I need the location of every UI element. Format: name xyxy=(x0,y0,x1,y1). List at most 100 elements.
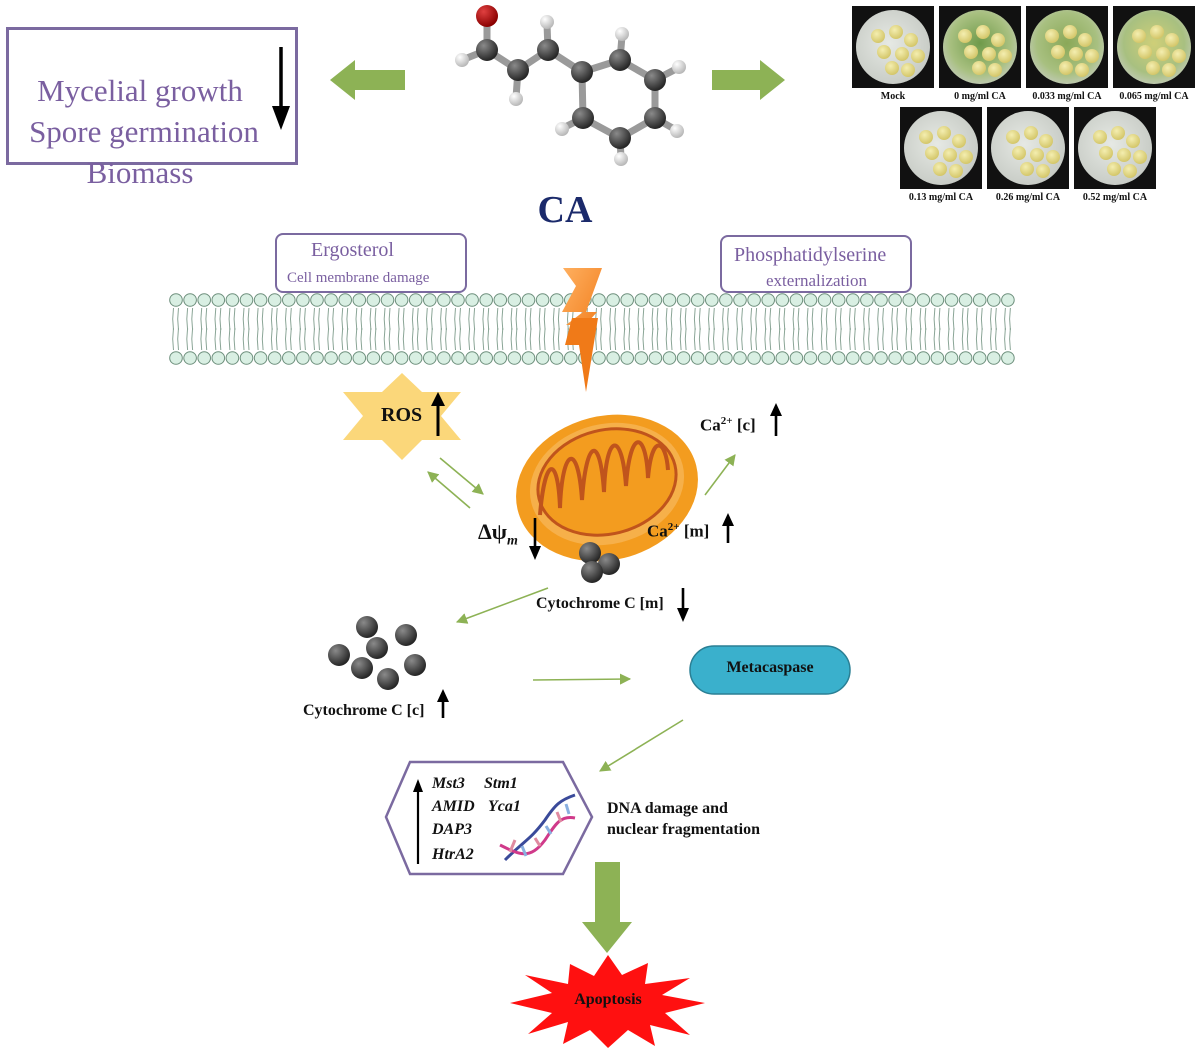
colony xyxy=(1150,25,1164,39)
ca-c-sup: 2+ xyxy=(720,415,733,427)
colony xyxy=(998,49,1012,63)
calcium-cytosol-label: Ca2+ [c] xyxy=(700,415,756,436)
colony xyxy=(1030,148,1044,162)
petri-dish xyxy=(987,107,1069,189)
cytochrome-c-mito-icon xyxy=(579,542,620,583)
colony xyxy=(1085,49,1099,63)
colony xyxy=(958,29,972,43)
arrow-left-to-effects xyxy=(330,60,405,100)
plate-label: 0.26 mg/ml CA xyxy=(995,192,1061,203)
petri-dish-plate xyxy=(1078,111,1152,185)
petri-dish xyxy=(939,6,1021,88)
colony xyxy=(988,63,1002,77)
colony xyxy=(1099,146,1113,160)
ros-star-icon xyxy=(343,373,461,460)
cytochrome-c-mito-label: Cytochrome C [m] xyxy=(536,595,664,612)
ca-m-base: Ca xyxy=(647,521,668,541)
colony xyxy=(911,49,925,63)
cytochrome-c-cytosol-label: Cytochrome C [c] xyxy=(303,702,425,719)
petri-dish xyxy=(900,107,982,189)
apoptosis-burst-icon xyxy=(510,955,705,1048)
ca-c-tail: [c] xyxy=(732,415,756,435)
petri-dish-panel: Mock 0 mg/ml CA 0.033 mg/ml CA 0.065 mg/ml … xyxy=(852,6,1197,206)
plate-label: 0.033 mg/ml CA xyxy=(1032,91,1102,102)
colony xyxy=(972,61,986,75)
colony xyxy=(949,164,963,178)
colony xyxy=(937,126,951,140)
membrane-damage-label: Cell membrane damage xyxy=(287,270,430,286)
petri-dish xyxy=(1113,6,1195,88)
gene-yca1: Yca1 xyxy=(488,798,521,815)
colony xyxy=(943,148,957,162)
phosphatidylserine-box: Phosphatidylserine externalization xyxy=(720,235,912,293)
plate-label: 0.065 mg/ml CA xyxy=(1119,91,1189,102)
colony xyxy=(959,150,973,164)
colony xyxy=(1046,150,1060,164)
plate-label: 0 mg/ml CA xyxy=(954,91,1006,102)
colony xyxy=(871,29,885,43)
mitochondrion-icon xyxy=(516,414,698,562)
effect-spore-germination: Spore germination xyxy=(29,114,259,149)
colony xyxy=(976,25,990,39)
calcium-mito-label: Ca2+ [m] xyxy=(647,521,709,542)
colony xyxy=(877,45,891,59)
dna-helix-icon xyxy=(499,793,576,862)
colony xyxy=(1126,134,1140,148)
ergosterol-box: Ergosterol Cell membrane damage xyxy=(275,233,467,293)
colony xyxy=(1036,164,1050,178)
indicator-arrows xyxy=(272,47,782,864)
arrow-down-to-apoptosis xyxy=(582,862,632,953)
colony xyxy=(1117,148,1131,162)
growth-effects-box: Mycelial growth Spore germination Biomas… xyxy=(6,27,298,190)
gene-htra2: HtrA2 xyxy=(432,846,474,863)
membrane-potential-label: Δψm xyxy=(478,519,518,549)
colony xyxy=(919,130,933,144)
pathway-arrows xyxy=(427,454,736,772)
cell-membrane-bilayer xyxy=(169,293,1015,365)
petri-dish-plate xyxy=(904,111,978,185)
colony xyxy=(1059,61,1073,75)
colony xyxy=(1123,164,1137,178)
petri-dish xyxy=(1074,107,1156,189)
effect-biomass: Biomass xyxy=(86,155,194,190)
colony xyxy=(964,45,978,59)
arrow-right-to-plates xyxy=(712,60,785,100)
colony xyxy=(1146,61,1160,75)
colony xyxy=(925,146,939,160)
colony xyxy=(1165,33,1179,47)
cinnamaldehyde-molecule-icon xyxy=(458,14,682,162)
gene-stm1: Stm1 xyxy=(484,775,518,792)
colony xyxy=(1039,134,1053,148)
petri-dish xyxy=(852,6,934,88)
petri-dish-plate xyxy=(1117,10,1191,84)
dna-damage-label: DNA damage and xyxy=(607,800,728,817)
plate-label: Mock xyxy=(880,91,906,102)
colony xyxy=(1006,130,1020,144)
molecule-atoms xyxy=(455,5,686,166)
gene-dap3: DAP3 xyxy=(432,821,472,838)
petri-dish-plate xyxy=(856,10,930,84)
nuclear-fragmentation-label: nuclear fragmentation xyxy=(607,821,761,838)
petri-dish-plate xyxy=(991,111,1065,185)
colony xyxy=(991,33,1005,47)
lightning-bolt-icon xyxy=(562,268,602,392)
delta-psi: Δψ xyxy=(478,519,507,544)
colony xyxy=(1051,45,1065,59)
phosphatidylserine-label: Phosphatidylserine xyxy=(734,244,887,266)
colony xyxy=(889,25,903,39)
gene-mst3: Mst3 xyxy=(432,775,465,792)
petri-dish xyxy=(1026,6,1108,88)
delta-psi-sub: m xyxy=(506,533,518,549)
colony xyxy=(1012,146,1026,160)
colony xyxy=(1069,47,1083,61)
colony xyxy=(982,47,996,61)
colony xyxy=(952,134,966,148)
externalization-label: externalization xyxy=(766,271,868,290)
colony xyxy=(1075,63,1089,77)
colony xyxy=(1093,130,1107,144)
gene-amid: AMID xyxy=(432,798,475,815)
colony xyxy=(1045,29,1059,43)
plate-label: 0.52 mg/ml CA xyxy=(1082,192,1148,203)
colony xyxy=(904,33,918,47)
